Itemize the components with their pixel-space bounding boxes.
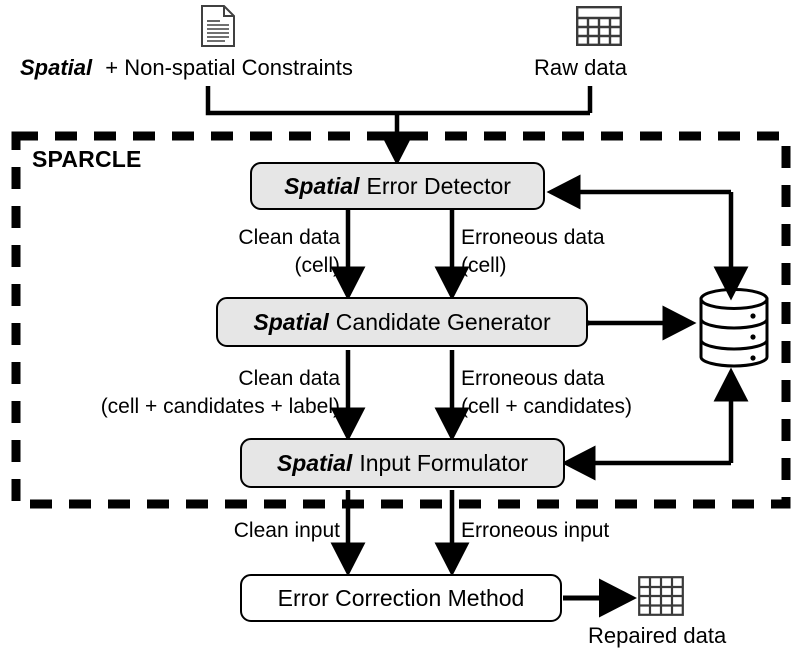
node-spatial-error-detector-label: Error Detector: [366, 172, 511, 199]
table-icon-repaired-data: [638, 576, 684, 621]
table-icon-raw-data: [576, 6, 622, 51]
input-label-raw-data: Raw data: [534, 54, 627, 82]
sparcle-boundary-label: SPARCLE: [32, 146, 142, 172]
node-spatial-candidate-generator-label: Candidate Generator: [335, 308, 551, 335]
edge-label-clean-data-candidates-line2: (cell + candidates + label): [100, 395, 340, 418]
edge-label-clean-data-cell-line1: Clean data: [238, 226, 340, 249]
node-spatial-input-formulator-label: Input Formulator: [359, 449, 529, 476]
node-spatial-candidate-generator-emphasis: Spatial: [253, 308, 329, 335]
edge-label-clean-input: Clean input: [233, 519, 340, 542]
output-label-repaired-data: Repaired data: [588, 623, 727, 648]
input-label-raw-data-text: Raw data: [534, 55, 627, 80]
edge-label-clean-data-candidates-line1: Clean data: [238, 367, 340, 390]
edge-label-erroneous-data-cell-line1: Erroneous data: [461, 226, 605, 249]
input-label-constraints-emphasis: Spatial: [20, 55, 93, 80]
edge-label-erroneous-data-candidates-line1: Erroneous data: [461, 367, 605, 390]
database-cylinder-icon: [696, 288, 772, 373]
node-spatial-error-detector-emphasis: Spatial: [284, 172, 360, 199]
edge-constraints-to-detector: [205, 86, 593, 116]
edge-label-clean-data-cell-line2: (cell): [294, 254, 341, 277]
node-error-correction-method-label: Error Correction Method: [277, 584, 525, 611]
input-label-constraints-rest: + Non-spatial Constraints: [99, 55, 353, 80]
edge-label-erroneous-data-candidates-line2: (cell + candidates): [461, 395, 633, 418]
node-spatial-input-formulator-emphasis: Spatial: [276, 449, 353, 476]
edge-label-erroneous-input: Erroneous input: [461, 519, 610, 542]
node-error-correction-method[interactable]: Error Correction Method: [240, 574, 562, 622]
input-label-constraints: Spatial + Non-spatial Constraints: [20, 54, 353, 82]
document-icon: [196, 4, 240, 53]
edge-label-erroneous-data-cell-line2: (cell): [461, 254, 507, 277]
